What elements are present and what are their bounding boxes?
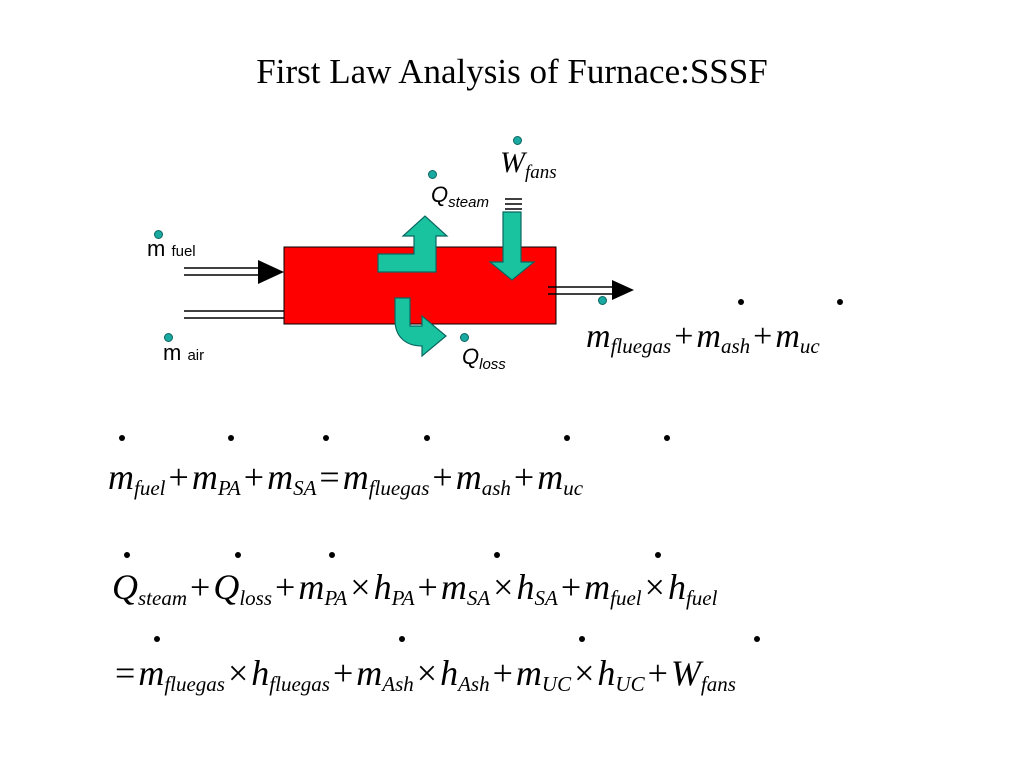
energy2-dot-4 bbox=[754, 636, 760, 642]
mass-dot-5 bbox=[564, 435, 570, 441]
energy1-dot-2 bbox=[235, 552, 241, 558]
m-air-label: m air bbox=[163, 340, 205, 365]
energy1-dot-3 bbox=[329, 552, 335, 558]
outlet-dot bbox=[598, 296, 607, 305]
fuel-dot bbox=[154, 230, 163, 239]
q-steam-label: Qsteam bbox=[431, 182, 489, 211]
mass-dot-1 bbox=[119, 435, 125, 441]
energy1-dot-5 bbox=[655, 552, 661, 558]
q-loss-arrow bbox=[394, 297, 447, 358]
mass-balance-equation: mfuel+mPA+mSA=mfluegas+mash+muc bbox=[108, 457, 584, 500]
energy1-dot-4 bbox=[494, 552, 500, 558]
mass-dot-2 bbox=[228, 435, 234, 441]
mass-dot-4 bbox=[424, 435, 430, 441]
fuel-inlet-arrow bbox=[184, 260, 284, 284]
energy-balance-line-1: Qsteam+Qloss+mPA×hPA+mSA×hSA+mfuel×hfuel bbox=[112, 567, 718, 610]
mass-dot-3 bbox=[323, 435, 329, 441]
m-fuel-label: m fuel bbox=[147, 236, 196, 261]
page-title: First Law Analysis of Furnace:SSSF bbox=[256, 52, 768, 91]
energy2-dot-3 bbox=[579, 636, 585, 642]
outlet-expression: mfluegas+mash+muc bbox=[586, 318, 820, 358]
energy-balance-line-2: =mfluegas×hfluegas+mAsh×hAsh+mUC×hUC+Wfa… bbox=[115, 653, 736, 696]
w-fans-label: Wfans bbox=[500, 146, 557, 183]
outlet-arrow bbox=[548, 280, 634, 300]
energy2-dot-2 bbox=[399, 636, 405, 642]
outlet-dot-2 bbox=[738, 299, 744, 305]
energy2-dot-1 bbox=[154, 636, 160, 642]
q-loss-label: Qloss bbox=[462, 344, 506, 373]
energy1-dot-1 bbox=[124, 552, 130, 558]
q-steam-dot bbox=[428, 170, 437, 179]
w-fans-dot bbox=[513, 136, 522, 145]
mass-dot-6 bbox=[664, 435, 670, 441]
air-dot bbox=[164, 333, 173, 342]
q-loss-dot bbox=[460, 333, 469, 342]
air-inlet-line bbox=[184, 310, 284, 319]
q-steam-arrow bbox=[377, 215, 449, 273]
outlet-dot-3 bbox=[837, 299, 843, 305]
w-fans-arrow bbox=[488, 211, 536, 281]
